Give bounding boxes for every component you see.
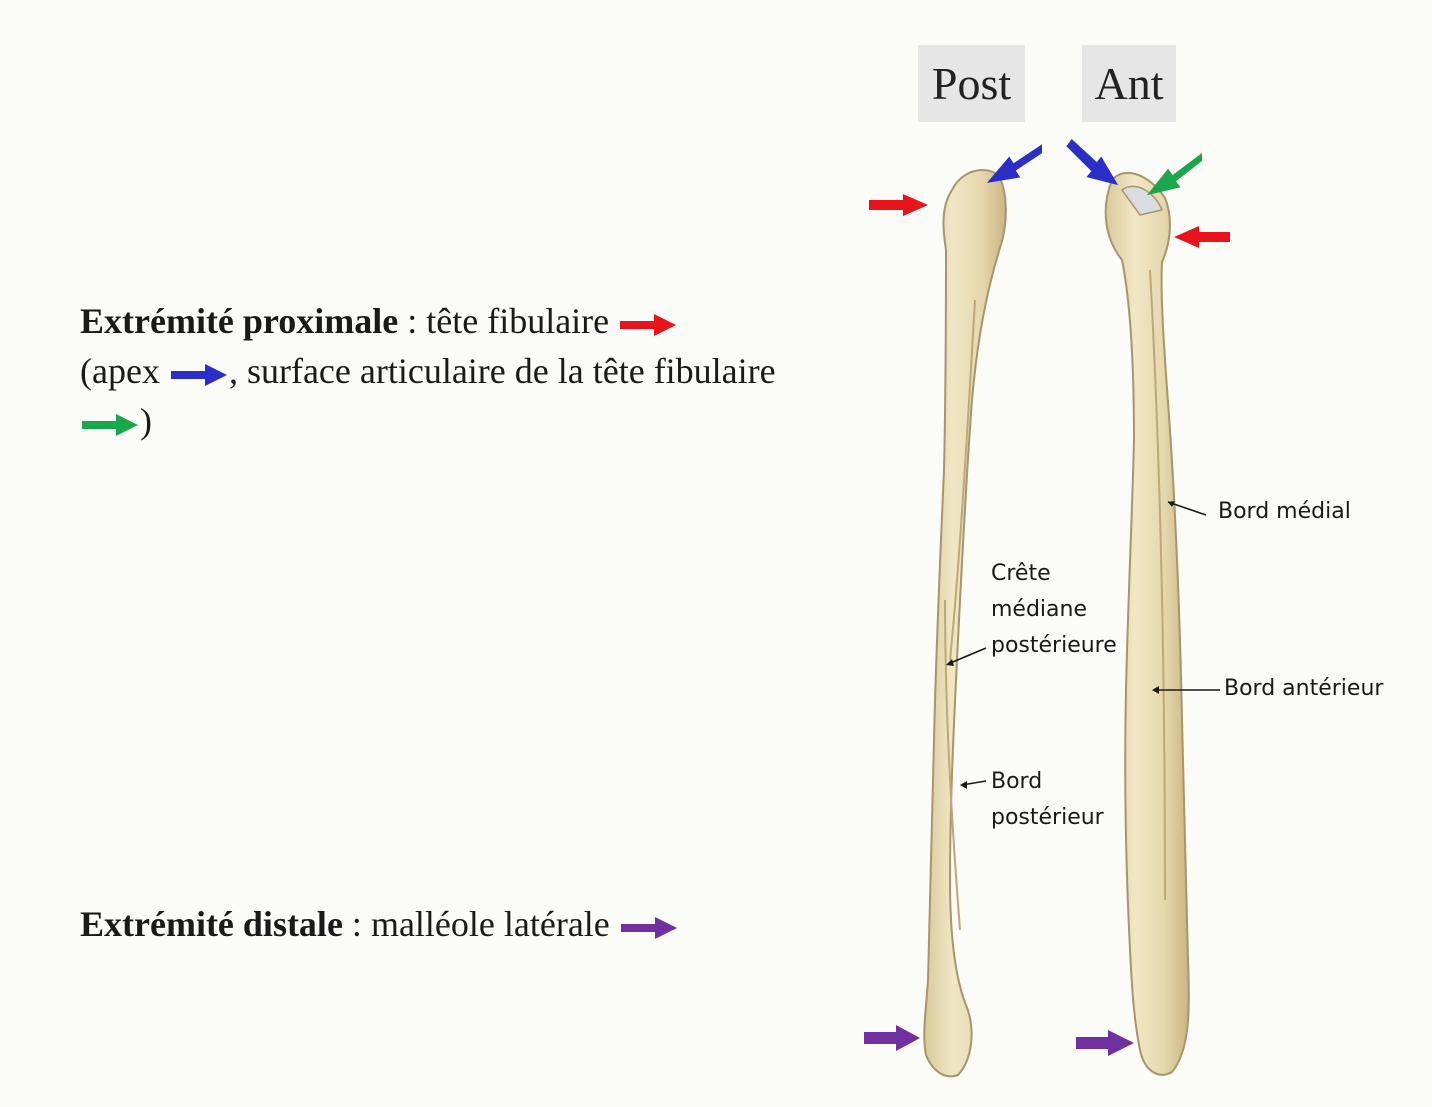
leader-bord-anterieur-head bbox=[1152, 686, 1159, 694]
annotation-crete-line2: médiane bbox=[991, 597, 1088, 622]
annotation-bord-posterieur: Bord postérieur bbox=[991, 764, 1104, 836]
blue-arrow-icon bbox=[986, 144, 1042, 183]
annotation-crete-line3: postérieure bbox=[991, 633, 1117, 658]
annotation-crete-mediane-posterieure: Crête médiane postérieure bbox=[991, 556, 1117, 664]
purple-arrow-icon bbox=[864, 1025, 920, 1051]
distal-title: Extrémité distale bbox=[80, 904, 343, 944]
distal-separator: : bbox=[342, 904, 371, 944]
view-label-anterior: Ant bbox=[1082, 45, 1176, 122]
blue-arrow-icon bbox=[170, 363, 227, 386]
distal-malleolus-text: malléole latérale bbox=[370, 904, 610, 944]
red-arrow-icon bbox=[1174, 226, 1230, 248]
proximal-close-paren: ) bbox=[140, 401, 152, 441]
green-arrow-icon bbox=[1146, 153, 1202, 196]
annotation-bord-medial: Bord médial bbox=[1218, 499, 1351, 524]
leader-crete bbox=[947, 647, 987, 665]
proximal-head-text: tête fibulaire bbox=[426, 301, 610, 341]
leader-bord-posterieur-head bbox=[960, 781, 967, 789]
red-arrow-icon bbox=[620, 313, 677, 336]
posterior-border-line bbox=[944, 599, 961, 931]
leader-bord-medial bbox=[1167, 501, 1207, 516]
fibula-anterior-bone bbox=[1104, 171, 1190, 1076]
anterior-border-line bbox=[1149, 269, 1166, 901]
blue-arrow-icon bbox=[1066, 139, 1119, 186]
fibula-posterior-bone bbox=[923, 169, 1007, 1078]
leader-bord-medial-head bbox=[1168, 501, 1175, 507]
distal-description: Extrémité distale : malléole latérale bbox=[80, 899, 800, 949]
proximal-apex-text: (apex bbox=[80, 351, 160, 391]
annotation-bord-posterieur-line1: Bord bbox=[991, 769, 1043, 794]
red-arrow-icon bbox=[869, 194, 928, 216]
purple-arrow-icon bbox=[1076, 1030, 1134, 1056]
leader-crete-head bbox=[946, 659, 954, 666]
view-label-posterior: Post bbox=[918, 45, 1025, 122]
fibula-posterior-view bbox=[923, 169, 1007, 1078]
annotation-bord-anterieur: Bord antérieur bbox=[1224, 676, 1384, 701]
annotation-crete-line1: Crête bbox=[991, 561, 1051, 586]
proximal-title: Extrémité proximale bbox=[80, 301, 399, 341]
proximal-separator: : bbox=[398, 301, 427, 341]
fibula-anterior-view bbox=[1104, 171, 1190, 1076]
posterior-median-crest-line bbox=[949, 299, 976, 661]
proximal-surface-text: , surface articulaire de la tête fibulai… bbox=[228, 351, 776, 391]
purple-arrow-icon bbox=[620, 916, 677, 939]
proximal-description: Extrémité proximale : tête fibulaire (ap… bbox=[80, 296, 780, 446]
green-arrow-icon bbox=[82, 413, 138, 436]
annotation-bord-posterieur-line2: postérieur bbox=[991, 805, 1104, 830]
